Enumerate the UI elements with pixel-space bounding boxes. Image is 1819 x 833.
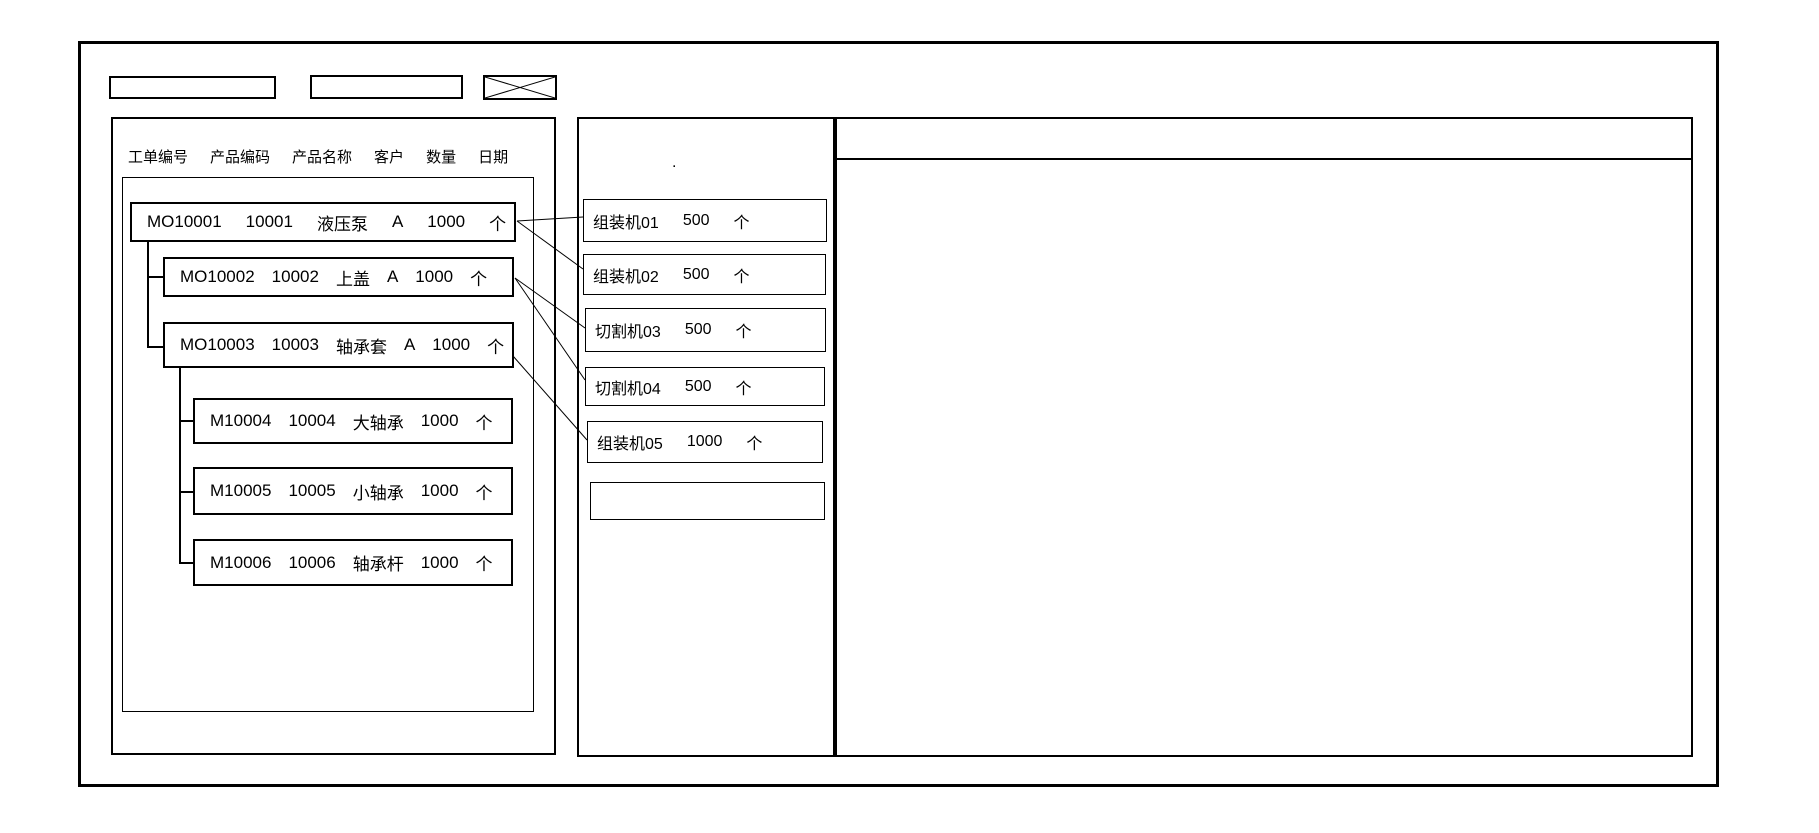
machine-unit: 个 xyxy=(733,268,750,286)
product-code: 10003 xyxy=(271,335,319,354)
product-code: 10004 xyxy=(288,411,336,430)
order-no: M10006 xyxy=(210,552,272,572)
customer: A xyxy=(391,212,404,231)
machine-unit: 个 xyxy=(746,436,763,453)
work-order-node-M10006[interactable]: M10006 10006 轴承杆 1000 个 xyxy=(193,539,513,586)
machine-unit: 个 xyxy=(735,324,752,341)
tree-branch-line xyxy=(147,242,149,348)
unit: 个 xyxy=(487,337,505,357)
machine-box-02[interactable]: 组装机02 500 个 xyxy=(583,254,826,295)
work-order-column-headers: 工单编号 产品编码 产品名称 客户 数量 日期 xyxy=(128,146,508,167)
column-header-product-name: 产品名称 xyxy=(292,149,353,166)
column-header-customer: 客户 xyxy=(374,149,405,166)
tree-branch-line xyxy=(147,276,163,278)
tree-branch-line xyxy=(147,346,163,348)
dot-mark: . xyxy=(672,154,677,171)
product-code: 10002 xyxy=(271,267,319,286)
unit: 个 xyxy=(470,269,488,289)
work-order-node-M10005[interactable]: M10005 10005 小轴承 1000 个 xyxy=(193,467,513,515)
machine-name: 组装机01 xyxy=(593,214,659,232)
machine-box-03[interactable]: 切割机03 500 个 xyxy=(585,308,826,352)
product-code: 10005 xyxy=(288,481,336,500)
product-name: 上盖 xyxy=(335,269,370,289)
work-order-node-MO10002[interactable]: MO10002 10002 上盖 A 1000 个 xyxy=(163,257,514,297)
order-no: M10005 xyxy=(210,481,272,500)
customer: A xyxy=(386,267,399,286)
filter-input-1[interactable] xyxy=(109,76,276,99)
crossed-box-icon[interactable] xyxy=(483,75,557,100)
product-name: 液压泵 xyxy=(316,214,368,234)
machine-box-01[interactable]: 组装机01 500 个 xyxy=(583,199,827,242)
unit: 个 xyxy=(489,214,507,234)
order-no: MO10002 xyxy=(180,267,255,286)
machine-qty: 500 xyxy=(682,265,710,283)
column-header-order-no: 工单编号 xyxy=(128,149,189,166)
order-no: M10004 xyxy=(210,411,272,430)
unit: 个 xyxy=(475,555,493,574)
qty: 1000 xyxy=(432,335,471,354)
unit: 个 xyxy=(475,413,493,433)
work-order-node-MO10001[interactable]: MO10001 10001 液压泵 A 1000 个 xyxy=(130,202,516,242)
filter-input-2[interactable] xyxy=(310,75,463,99)
machine-box-04[interactable]: 切割机04 500 个 xyxy=(585,367,825,406)
machine-unit: 个 xyxy=(733,214,750,232)
machine-qty: 500 xyxy=(684,321,712,338)
machine-qty: 500 xyxy=(682,211,710,229)
machine-name: 切割机03 xyxy=(595,324,661,341)
detail-panel-header-divider xyxy=(837,158,1691,160)
qty: 1000 xyxy=(427,212,466,231)
customer: A xyxy=(403,335,416,354)
qty: 1000 xyxy=(415,267,454,286)
qty: 1000 xyxy=(420,481,459,500)
unit: 个 xyxy=(475,483,493,503)
machine-box-empty[interactable] xyxy=(590,482,825,520)
tree-branch-line xyxy=(179,420,193,422)
work-order-node-M10004[interactable]: M10004 10004 大轴承 1000 个 xyxy=(193,398,513,444)
tree-branch-line xyxy=(179,491,193,493)
column-header-qty: 数量 xyxy=(426,149,457,166)
tree-branch-line xyxy=(179,562,193,564)
product-name: 轴承杆 xyxy=(352,555,404,574)
detail-panel xyxy=(835,117,1693,757)
crossed-box-diagonals xyxy=(485,77,555,98)
product-name: 大轴承 xyxy=(352,413,404,433)
machine-qty: 500 xyxy=(684,377,712,395)
machine-qty: 1000 xyxy=(686,433,723,450)
machine-name: 组装机02 xyxy=(593,268,659,286)
column-header-product-code: 产品编码 xyxy=(210,149,271,166)
qty: 1000 xyxy=(420,552,459,572)
product-code: 10001 xyxy=(245,212,293,231)
product-name: 轴承套 xyxy=(335,337,387,357)
machine-unit: 个 xyxy=(735,380,752,398)
work-order-node-MO10003[interactable]: MO10003 10003 轴承套 A 1000 个 xyxy=(163,322,514,368)
machine-name: 组装机05 xyxy=(597,436,663,453)
product-name: 小轴承 xyxy=(352,483,404,503)
machine-box-05[interactable]: 组装机05 1000 个 xyxy=(587,421,823,463)
qty: 1000 xyxy=(420,411,459,430)
machine-name: 切割机04 xyxy=(595,380,661,398)
tree-branch-line xyxy=(179,368,181,564)
product-code: 10006 xyxy=(288,552,336,572)
column-header-date: 日期 xyxy=(478,149,509,166)
order-no: MO10003 xyxy=(180,335,255,354)
order-no: MO10001 xyxy=(147,212,222,231)
